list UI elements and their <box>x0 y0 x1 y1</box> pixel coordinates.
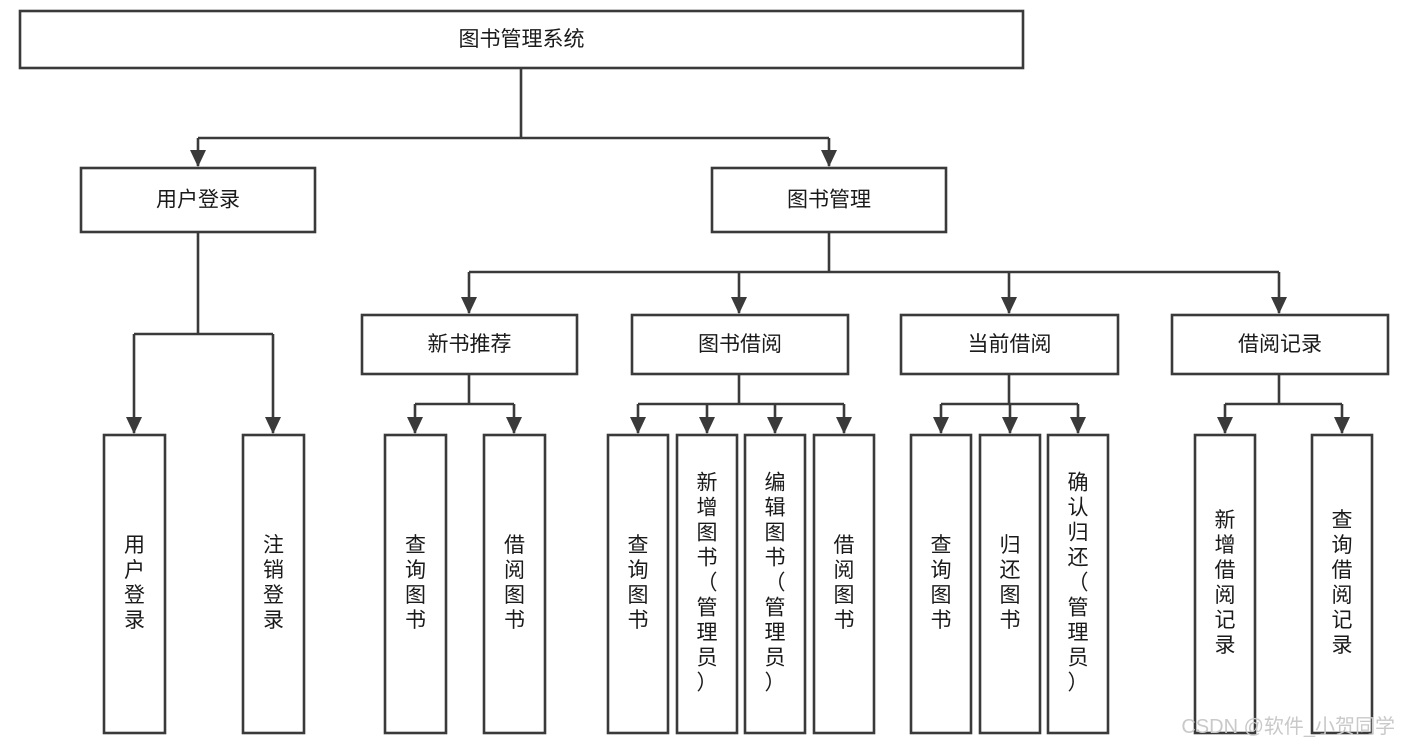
node-leaf-rec-borrow-book-label: 借阅图书 <box>504 534 525 632</box>
node-book-borrow-label: 图书借阅 <box>698 333 782 356</box>
node-borrow-record-box[interactable] <box>1170 313 1390 376</box>
node-current-borrow[interactable]: 当前借阅 <box>899 313 1120 376</box>
node-borrow-record[interactable]: 借阅记录 <box>1170 313 1390 376</box>
conn-userlogin-split <box>126 232 281 434</box>
node-new-book-recommend-box[interactable] <box>360 313 579 376</box>
node-book-admin[interactable]: 图书管理 <box>710 166 948 234</box>
arrow-head-icon <box>630 417 646 434</box>
watermark-text: CSDN @软件_小贺同学 <box>1181 715 1395 738</box>
node-leaf-current-confirm-return[interactable]: 确认归还（管理员） <box>1046 433 1110 735</box>
arrow-head-icon <box>731 297 747 314</box>
node-leaf-record-query-box[interactable] <box>1310 433 1374 735</box>
node-leaf-borrow-borrow-book-box[interactable] <box>812 433 876 735</box>
node-leaf-user-login-box[interactable] <box>102 433 167 735</box>
node-leaf-user-login[interactable]: 用户登录 <box>102 433 167 735</box>
arrow-head-icon <box>407 417 423 434</box>
node-user-login-box[interactable] <box>79 166 317 234</box>
arrow-head-icon <box>933 417 949 434</box>
node-leaf-user-logout[interactable]: 注销登录 <box>241 433 306 735</box>
node-leaf-borrow-edit-book[interactable]: 编辑图书（管理员） <box>743 433 807 735</box>
nodes-layer: 图书管理系统用户登录图书管理新书推荐图书借阅当前借阅借阅记录用户登录注销登录查询… <box>18 9 1390 735</box>
node-leaf-borrow-borrow-book[interactable]: 借阅图书 <box>812 433 876 735</box>
node-leaf-user-logout-box[interactable] <box>241 433 306 735</box>
node-borrow-record-label: 借阅记录 <box>1238 333 1322 356</box>
node-book-admin-box[interactable] <box>710 166 948 234</box>
node-leaf-borrow-add-book[interactable]: 新增图书（管理员） <box>675 433 739 735</box>
node-new-book-recommend[interactable]: 新书推荐 <box>360 313 579 376</box>
arrow-head-icon <box>1001 297 1017 314</box>
node-current-borrow-box[interactable] <box>899 313 1120 376</box>
node-leaf-record-query[interactable]: 查询借阅记录 <box>1310 433 1374 735</box>
arrow-head-icon <box>126 417 142 434</box>
node-leaf-record-add-label: 新增借阅记录 <box>1215 509 1236 657</box>
node-current-borrow-label: 当前借阅 <box>968 333 1052 356</box>
conn-current-split <box>933 374 1086 434</box>
node-book-borrow-box[interactable] <box>630 313 850 376</box>
conn-borrow-split <box>630 374 852 434</box>
arrow-head-icon <box>836 417 852 434</box>
node-leaf-current-return-book-box[interactable] <box>978 433 1042 735</box>
arrow-head-icon <box>1002 417 1018 434</box>
arrow-head-icon <box>265 417 281 434</box>
node-root-system-box[interactable] <box>18 9 1025 70</box>
node-leaf-current-query-book-box[interactable] <box>909 433 973 735</box>
node-user-login[interactable]: 用户登录 <box>79 166 317 234</box>
node-leaf-rec-borrow-book[interactable]: 借阅图书 <box>482 433 547 735</box>
node-leaf-record-add[interactable]: 新增借阅记录 <box>1193 433 1257 735</box>
node-leaf-user-login-label: 用户登录 <box>124 534 145 632</box>
node-leaf-current-query-book[interactable]: 查询图书 <box>909 433 973 735</box>
node-leaf-current-confirm-return-box[interactable] <box>1046 433 1110 735</box>
conn-rec-split <box>407 374 522 434</box>
conn-record-split <box>1217 374 1350 434</box>
node-leaf-borrow-edit-book-label: 编辑图书（管理员） <box>765 472 786 695</box>
arrow-head-icon <box>1334 417 1350 434</box>
arrow-head-icon <box>506 417 522 434</box>
arrow-head-icon <box>1070 417 1086 434</box>
node-book-admin-label: 图书管理 <box>787 189 871 212</box>
node-leaf-rec-query-book-label: 查询图书 <box>405 534 426 632</box>
node-leaf-user-logout-label: 注销登录 <box>263 534 284 632</box>
node-leaf-current-query-book-label: 查询图书 <box>931 534 952 632</box>
conn-bookadmin-split <box>461 232 1287 314</box>
node-root-system-label: 图书管理系统 <box>459 28 585 51</box>
node-leaf-rec-query-book[interactable]: 查询图书 <box>383 433 448 735</box>
node-root-system[interactable]: 图书管理系统 <box>18 9 1025 70</box>
node-book-borrow[interactable]: 图书借阅 <box>630 313 850 376</box>
connectors-layer <box>126 68 1350 434</box>
conn-root-split <box>190 68 837 167</box>
arrow-head-icon <box>1271 297 1287 314</box>
arrow-head-icon <box>461 297 477 314</box>
arrow-head-icon <box>1217 417 1233 434</box>
node-leaf-borrow-query-book-label: 查询图书 <box>628 534 649 632</box>
node-leaf-record-add-box[interactable] <box>1193 433 1257 735</box>
node-leaf-record-query-label: 查询借阅记录 <box>1332 509 1353 657</box>
node-leaf-current-return-book[interactable]: 归还图书 <box>978 433 1042 735</box>
node-leaf-borrow-edit-book-box[interactable] <box>743 433 807 735</box>
arrow-head-icon <box>821 150 837 167</box>
node-leaf-rec-query-book-box[interactable] <box>383 433 448 735</box>
node-leaf-borrow-add-book-box[interactable] <box>675 433 739 735</box>
node-leaf-borrow-query-book-box[interactable] <box>606 433 670 735</box>
node-user-login-label: 用户登录 <box>156 189 240 212</box>
node-new-book-recommend-label: 新书推荐 <box>428 333 512 356</box>
node-leaf-borrow-add-book-label: 新增图书（管理员） <box>697 472 718 695</box>
node-leaf-borrow-query-book[interactable]: 查询图书 <box>606 433 670 735</box>
node-leaf-borrow-borrow-book-label: 借阅图书 <box>834 534 855 632</box>
arrow-head-icon <box>190 150 206 167</box>
arrow-head-icon <box>767 417 783 434</box>
node-leaf-current-return-book-label: 归还图书 <box>1000 534 1021 632</box>
node-leaf-current-confirm-return-label: 确认归还（管理员） <box>1068 472 1089 695</box>
arrow-head-icon <box>699 417 715 434</box>
node-leaf-rec-borrow-book-box[interactable] <box>482 433 547 735</box>
